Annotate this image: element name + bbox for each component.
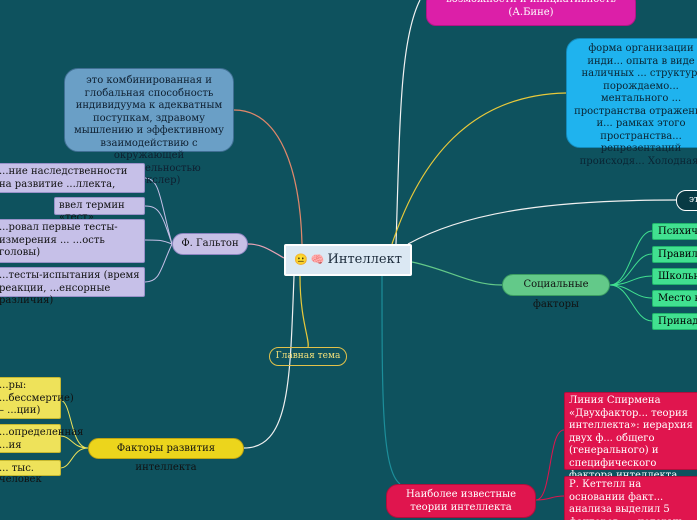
link-social-3 xyxy=(609,275,653,286)
galton-node[interactable]: Ф. Гальтон xyxy=(172,233,248,255)
theory-cattell[interactable]: Р. Кеттелл на основании факт... анализа … xyxy=(564,476,697,520)
link-factors xyxy=(243,275,295,449)
link-galton-3 xyxy=(144,239,173,245)
galton-child-test-term[interactable]: ввел термин «тест» xyxy=(54,197,145,223)
link-factors-2 xyxy=(59,435,89,449)
link-theories xyxy=(381,275,401,485)
social-child-5[interactable]: Принадле... xyxy=(652,313,697,330)
main-topic-node[interactable]: Главная тема xyxy=(269,347,347,366)
link-social-4 xyxy=(609,284,653,299)
wechsler-definition-node[interactable]: это комбинированная и глобальная способн… xyxy=(64,68,234,186)
link-dark-pill xyxy=(407,199,677,245)
link-theories-2 xyxy=(535,495,565,501)
truncated-pill-node[interactable]: эт... xyxy=(676,190,697,211)
social-child-2[interactable]: Правильн... xyxy=(652,246,697,263)
theories-node[interactable]: Наиболее известные теории интеллекта xyxy=(386,484,536,518)
face-icon: 😐 xyxy=(294,252,308,266)
central-topic-label: Интеллект xyxy=(327,251,402,267)
link-theories-1 xyxy=(535,429,565,501)
galton-child-reaction-tests[interactable]: ...тесты-испытания (время реакции, ...ен… xyxy=(0,267,145,306)
link-social xyxy=(411,261,503,286)
link-galton xyxy=(247,243,285,259)
social-factors-node[interactable]: Социальные факторы xyxy=(502,274,610,310)
link-galton-1 xyxy=(144,177,173,245)
central-topic[interactable]: 😐🧠 Интеллект xyxy=(284,244,412,276)
binet-definition-node[interactable]: возможности и инициативность (А.Бине) xyxy=(426,0,636,26)
galton-child-heredity[interactable]: ...ние наследственности на развитие ...л… xyxy=(0,163,145,193)
link-social-5 xyxy=(609,284,653,322)
link-binet xyxy=(395,0,421,245)
social-child-4[interactable]: Место в р... xyxy=(652,290,697,307)
social-child-1[interactable]: Психичес... xyxy=(652,223,697,240)
link-main-topic xyxy=(299,275,309,348)
galton-child-first-tests[interactable]: ...ровал первые тесты-измерения ... ...о… xyxy=(0,219,145,263)
kholodnaya-definition-node[interactable]: форма организации инди... опыта в виде н… xyxy=(566,38,697,167)
link-galton-4 xyxy=(144,243,173,283)
theory-spearman[interactable]: Линия Спирмена «Двухфактор... теория инт… xyxy=(564,392,697,481)
social-child-3[interactable]: Школьно... xyxy=(652,268,697,285)
factors-child-3[interactable]: ... тыс. человек xyxy=(0,460,61,485)
link-social-1 xyxy=(609,230,653,286)
link-factors-3 xyxy=(59,447,89,469)
link-social-2 xyxy=(609,253,653,286)
brain-icon: 🧠 xyxy=(310,252,325,266)
link-factors-1 xyxy=(59,399,89,449)
link-kholodnaya xyxy=(391,92,567,245)
development-factors-node[interactable]: Факторы развития интеллекта xyxy=(88,438,244,473)
factors-child-2[interactable]: ...определенная ...ия xyxy=(0,424,84,453)
factors-child-1[interactable]: ...ры: ...бессмертие) – ...ции) xyxy=(0,377,74,419)
link-galton-2 xyxy=(144,205,173,245)
link-wechsler xyxy=(233,109,303,245)
